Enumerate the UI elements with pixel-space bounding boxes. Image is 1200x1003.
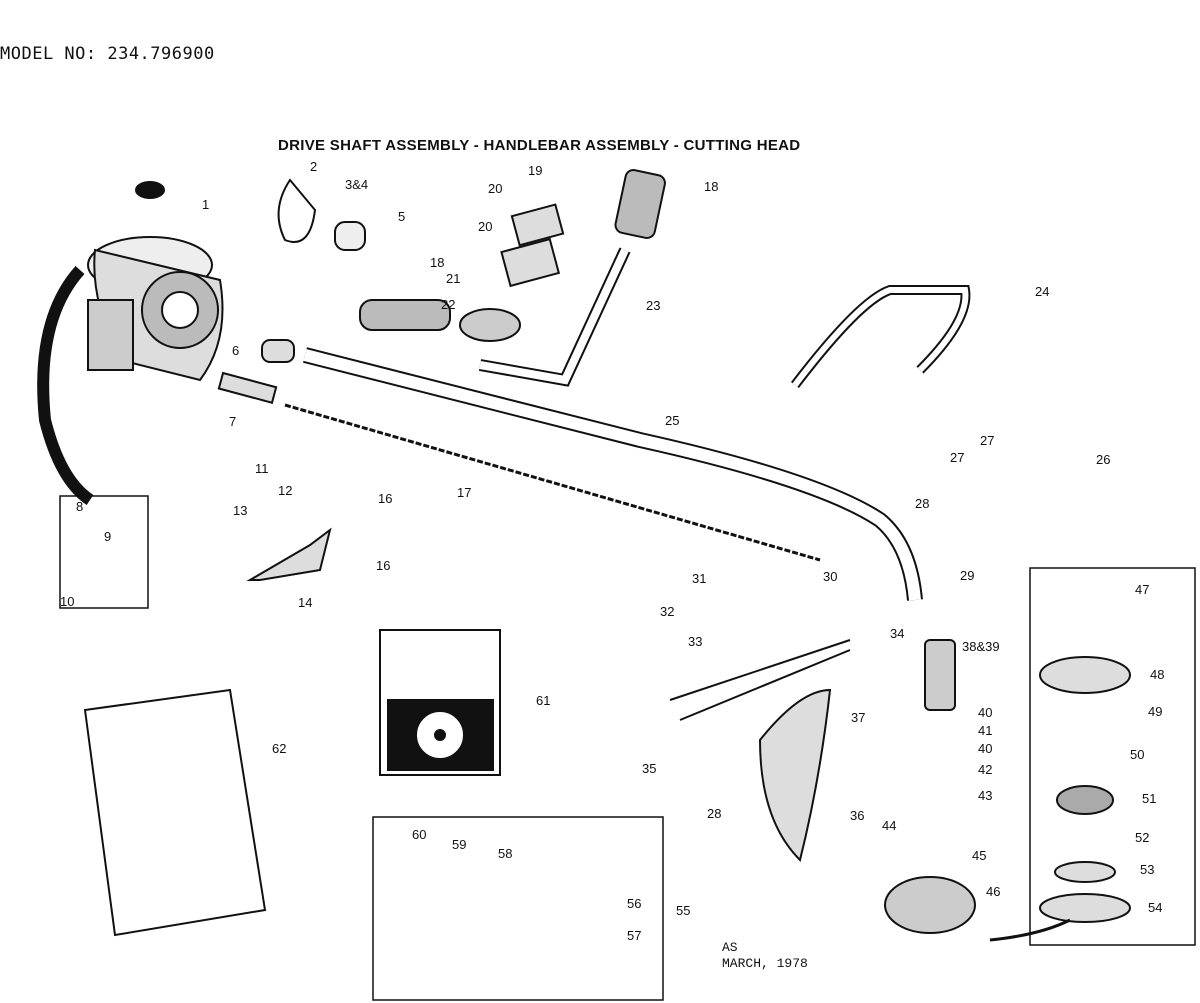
callout: 11: [255, 461, 269, 476]
callout: 51: [1142, 791, 1157, 806]
callout: 35: [642, 761, 657, 776]
callout: 62: [272, 741, 287, 756]
callout: 3&4: [345, 177, 369, 192]
callout: 47: [1135, 582, 1150, 597]
callout: 7: [229, 414, 237, 429]
callout: 2: [310, 159, 318, 174]
spool-51: [1056, 785, 1114, 815]
callout: 6: [232, 343, 240, 358]
callout: 42: [978, 762, 993, 777]
callout: 44: [882, 818, 897, 833]
callout: 21: [446, 271, 461, 286]
diagram-title: DRIVE SHAFT ASSEMBLY - HANDLEBAR ASSEMBL…: [278, 137, 801, 154]
part-6: [261, 339, 295, 363]
bracket-34: [669, 639, 851, 721]
callout: 32: [660, 604, 675, 619]
revision-code: AS: [722, 940, 738, 955]
callout: 19: [528, 163, 543, 178]
callout: 49: [1148, 704, 1163, 719]
cutting-head-46: [884, 876, 976, 934]
callout: 61: [536, 693, 551, 708]
callout: 28: [707, 806, 722, 821]
part-7: [217, 371, 278, 404]
callout: 36: [850, 808, 865, 823]
part-48: [1039, 656, 1131, 694]
callout: 40: [978, 705, 993, 720]
callout: 16: [376, 558, 391, 573]
callout: 27: [980, 433, 995, 448]
callout: 59: [452, 837, 467, 852]
callout: 22: [441, 297, 456, 312]
handlebar-24: [791, 285, 971, 389]
callout: 17: [457, 485, 472, 500]
callout: 54: [1148, 900, 1163, 915]
part-22: [459, 308, 521, 342]
drive-shaft-housing: [303, 347, 923, 601]
callout: 41: [978, 723, 993, 738]
model-number: MODEL NO: 234.796900: [0, 44, 215, 64]
callout: 26: [1096, 452, 1111, 467]
part-38-39: [924, 639, 956, 711]
callout: 33: [688, 634, 703, 649]
arrow: [989, 918, 1071, 942]
part-box-8-10: [59, 495, 149, 609]
part-2: [277, 178, 317, 243]
callout: 1: [202, 197, 210, 212]
callout: 25: [665, 413, 680, 428]
revision-date: AS MARCH, 1978: [722, 940, 808, 972]
callout: 8: [76, 499, 84, 514]
callout: 40: [978, 741, 993, 756]
callout: 5: [398, 209, 406, 224]
part-3-4: [334, 221, 366, 251]
publication-date: MARCH, 1978: [722, 956, 808, 971]
callout: 46: [986, 884, 1001, 899]
callout: 28: [915, 496, 930, 511]
callout: 18: [430, 255, 445, 270]
callout: 18: [704, 179, 719, 194]
callout: 57: [627, 928, 642, 943]
callout: 37: [851, 710, 866, 725]
callout: 9: [104, 529, 112, 544]
flex-shaft: [284, 403, 821, 562]
callout: 55: [676, 903, 691, 918]
callout: 34: [890, 626, 905, 641]
callout: 58: [498, 846, 513, 861]
part-20: [510, 203, 565, 247]
booklet-62: [83, 688, 267, 937]
throttle-14: [246, 527, 332, 581]
head-box-47-54: [1029, 567, 1196, 946]
callout: 20: [488, 181, 503, 196]
callout: 14: [298, 595, 313, 610]
callout: 43: [978, 788, 993, 803]
callout: 20: [478, 219, 493, 234]
callout: 29: [960, 568, 975, 583]
part-54: [1039, 893, 1131, 923]
callout: 13: [233, 503, 248, 518]
grip-18: [359, 299, 451, 331]
callout: 16: [378, 491, 393, 506]
part-53: [1054, 861, 1116, 883]
grip-18b: [614, 169, 666, 239]
callout: 27: [950, 450, 965, 465]
callout: 60: [412, 827, 427, 842]
callout: 23: [646, 298, 661, 313]
shield-37: [758, 688, 832, 862]
callout: 24: [1035, 284, 1050, 299]
engine-drawing: [37, 181, 224, 505]
callout: 52: [1135, 830, 1150, 845]
part-20b: [500, 237, 561, 288]
callout: 30: [823, 569, 838, 584]
callout: 53: [1140, 862, 1155, 877]
callout: 12: [278, 483, 293, 498]
callout: 38&39: [962, 639, 1000, 654]
callout: 45: [972, 848, 987, 863]
tool-kit-box-55: [372, 816, 664, 1001]
callout: 31: [692, 571, 707, 586]
callout: 56: [627, 896, 642, 911]
callout: 48: [1150, 667, 1165, 682]
callout: 50: [1130, 747, 1145, 762]
callout: 10: [60, 594, 75, 609]
